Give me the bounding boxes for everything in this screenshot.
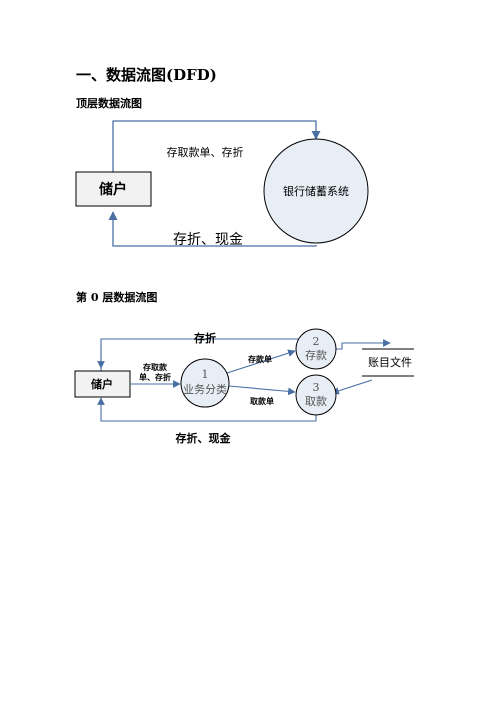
flow-bottom-label: 存折、现金 — [176, 431, 232, 445]
flow-entity-p1-label-line2: 单、存折 — [139, 372, 171, 382]
flow-p1-p2-arrow — [226, 349, 296, 374]
level0-dfd: 储户 1 业务分类 2 存款 3 取款 账目文件 存折 存取款 单、存折 存款单… — [74, 328, 414, 445]
flow-in-arrow — [112, 120, 321, 172]
entity-depositor-label: 储户 — [98, 181, 127, 198]
process-2-name: 存款 — [305, 348, 327, 362]
process-1-number: 1 — [202, 368, 209, 381]
flow-entity-p1-label-line1: 存取款 — [142, 362, 168, 372]
process-2-circle — [295, 328, 337, 370]
section-heading-level-0: 第 0 层数据流图 — [76, 291, 158, 304]
flow-p2-store-line — [336, 342, 390, 350]
process-3-circle — [295, 374, 337, 416]
flow-p1-p2-label: 存款单 — [247, 354, 272, 364]
section-heading-top-level: 顶层数据流图 — [76, 97, 142, 110]
entity-depositor-box-l0 — [74, 370, 131, 398]
process-1-name: 业务分类 — [183, 382, 227, 396]
top-level-dfd: 储户 银行储蓄系统 存取款单、存折 存折、现金 — [75, 120, 369, 248]
datastore-label: 账目文件 — [368, 355, 412, 369]
process-3-number: 3 — [313, 381, 320, 394]
system-circle — [263, 138, 369, 244]
flow-top-label: 存折 — [194, 331, 216, 345]
flow-out-arrow — [108, 211, 317, 247]
process-2-number: 2 — [313, 335, 320, 348]
process-1-circle — [180, 358, 230, 408]
flow-p1-p3-arrow — [228, 385, 296, 396]
entity-depositor-box — [75, 171, 152, 207]
process-3-name: 取款 — [305, 394, 327, 408]
flow-out-label: 存折、现金 — [173, 232, 243, 248]
page-title: 一、数据流图(DFD) — [76, 66, 217, 84]
flow-in-label: 存取款单、存折 — [167, 145, 244, 159]
flow-p1-p3-label: 取款单 — [250, 396, 274, 406]
system-label: 银行储蓄系统 — [283, 184, 349, 198]
entity-depositor-label-l0: 储户 — [91, 377, 113, 391]
flow-store-p3-arrow — [331, 379, 373, 395]
